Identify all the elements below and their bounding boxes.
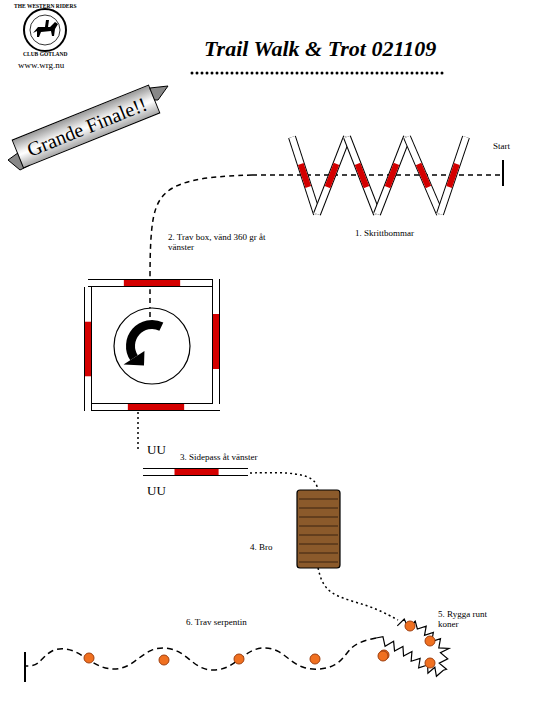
obstacle-label: 3. Sidepass åt vänster <box>180 452 257 462</box>
obstacle-label: 1. Skrittbommar <box>355 228 414 238</box>
obstacle-label: 4. Bro <box>250 542 273 552</box>
cone <box>425 658 435 668</box>
pole <box>216 279 217 404</box>
route-dotted <box>250 473 318 492</box>
pole <box>440 137 466 214</box>
start-mark <box>502 160 504 186</box>
title-underline <box>192 72 446 75</box>
cone <box>378 651 388 661</box>
obstacle-label: 2. Trav box, vänd 360 gr åt vänster <box>168 232 280 253</box>
pole <box>143 472 248 473</box>
banner-text: Grande Finale!! <box>24 93 149 162</box>
turn-arrow <box>124 320 164 365</box>
cone <box>84 653 94 663</box>
hoof-mark: UU <box>147 443 166 458</box>
start-line <box>252 174 500 176</box>
cone <box>379 650 389 660</box>
turn-circle <box>114 308 190 384</box>
hoof-mark: UU <box>147 484 166 499</box>
route-dotted <box>318 568 398 620</box>
pole <box>347 137 377 214</box>
logo-text: THE WESTERN RIDERS <box>14 3 77 9</box>
page-title: Trail Walk & Trot 021109 <box>204 36 436 61</box>
route-line <box>149 312 151 322</box>
route-line <box>26 638 376 670</box>
cone <box>425 636 435 646</box>
finish-mark <box>24 652 26 682</box>
pole <box>377 137 407 214</box>
route-line <box>150 175 252 312</box>
cone <box>234 654 244 664</box>
cone <box>405 621 415 631</box>
cone <box>310 654 320 664</box>
bridge <box>297 490 340 568</box>
pole <box>317 137 347 214</box>
obstacle-label: 6. Trav serpentin <box>186 617 247 627</box>
title-banner: Grande Finale!! <box>12 84 161 168</box>
route-dotted <box>137 412 139 452</box>
obstacle-label: 5. Rygga runt koner <box>438 609 500 630</box>
logo-text: CLUB GOTLAND <box>23 51 67 57</box>
pole <box>88 283 216 284</box>
course-drawing <box>8 9 503 682</box>
club-logo <box>24 9 66 51</box>
pole <box>292 137 317 214</box>
start-label: Start <box>493 141 510 151</box>
web-address: www.wrg.nu <box>18 60 64 70</box>
pole <box>407 137 440 214</box>
pole <box>88 287 89 411</box>
cone <box>159 655 169 665</box>
pole <box>92 407 220 408</box>
